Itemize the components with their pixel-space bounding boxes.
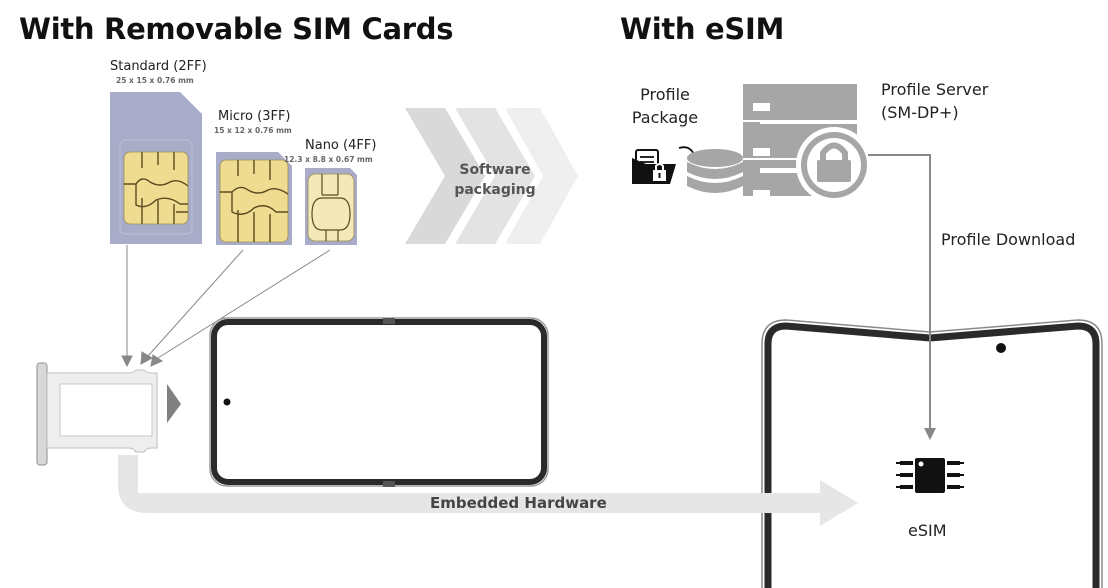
profile-server-icon (743, 84, 872, 203)
sim-micro-dimensions: 15 x 12 x 0.76 mm (214, 126, 292, 135)
flip-phone-icon (209, 317, 549, 487)
esim-label: eSIM (908, 521, 947, 540)
sim-tray-icon (36, 362, 181, 466)
profile-download-arrow (868, 154, 936, 440)
fold-phone-icon (761, 319, 1103, 588)
profile-package-line1: Profile (640, 85, 690, 104)
embedded-hardware-arrow (118, 455, 858, 526)
sim-standard-dimensions: 25 x 15 x 0.76 mm (116, 76, 194, 85)
chevron-2 (455, 108, 535, 244)
sim-micro-name: Micro (3FF) (218, 109, 291, 124)
title-esim: With eSIM (620, 12, 785, 46)
database-icon (687, 149, 743, 193)
front-camera-icon (223, 398, 231, 406)
profile-server-label: Profile Server (SM-DP+) (881, 78, 988, 124)
front-camera-icon (996, 343, 1006, 353)
software-packaging-chevrons (405, 108, 578, 244)
profile-package-label: Profile Package (620, 83, 710, 129)
sim-card-nano-icon (305, 168, 357, 245)
profile-server-line1: Profile Server (881, 80, 989, 99)
sim-card-micro-icon (216, 152, 292, 245)
profile-server-line2: (SM-DP+) (881, 103, 959, 122)
chevron-3 (505, 108, 578, 244)
sim-nano-dimensions: 12.3 x 8.8 x 0.67 mm (284, 155, 373, 164)
software-packaging-line2: packaging (454, 182, 536, 198)
embedded-hardware-label: Embedded Hardware (430, 494, 607, 512)
profile-download-label: Profile Download (941, 230, 1076, 249)
tray-insert-triangle (167, 384, 181, 423)
esim-chip-icon (896, 458, 964, 493)
sim-standard-name: Standard (2FF) (110, 59, 207, 74)
sim-nano-name: Nano (4FF) (305, 138, 377, 153)
title-removable-sim: With Removable SIM Cards (19, 12, 454, 46)
embedded-hardware-arrow-front (758, 480, 858, 526)
profile-package-line2: Package (631, 108, 699, 127)
insertion-arrows (121, 245, 331, 368)
sim-card-standard-icon (110, 92, 202, 244)
software-packaging-label: Software packaging (440, 160, 550, 200)
chevron-1 (405, 108, 485, 244)
software-packaging-line1: Software (459, 162, 531, 178)
